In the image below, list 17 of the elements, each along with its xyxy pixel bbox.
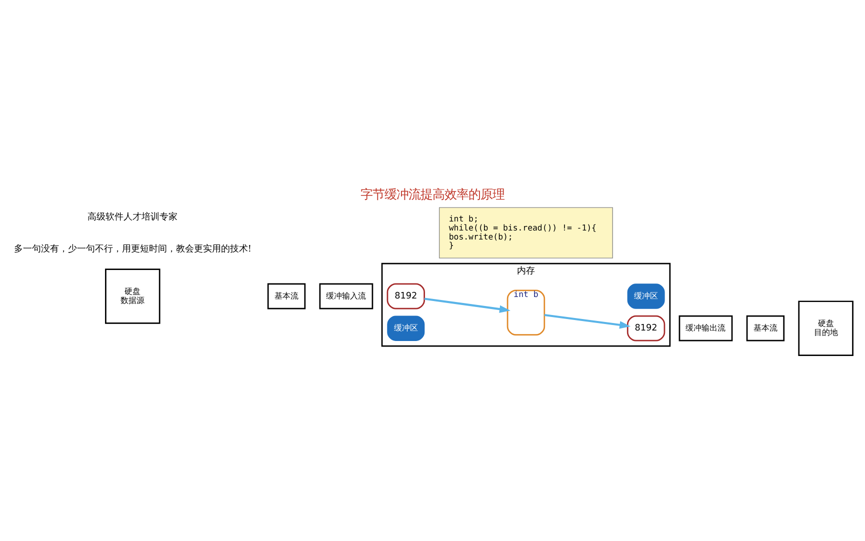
node-box: 8192 — [386, 283, 425, 310]
node-box: int b — [506, 290, 546, 336]
node-box: 8192 — [626, 315, 666, 342]
arrow — [544, 314, 631, 329]
node-box: 缓冲输入流 — [319, 283, 374, 310]
node-box: 硬盘 目的地 — [798, 300, 854, 356]
node-box: 缓冲区 — [627, 284, 665, 309]
node-box: 基本流 — [746, 315, 785, 342]
arrow — [424, 298, 510, 313]
node-box: 缓冲区 — [387, 316, 425, 341]
node-box: int b; while((b = bis.read()) != -1){ bos.write(b); } — [438, 207, 613, 258]
label: 多一句没有，少一句不行，用更短时间，教会更实用的技术! — [14, 244, 252, 254]
diagram-title: 字节缓冲流提高效率的原理 — [360, 187, 504, 202]
node-box: 硬盘 数据源 — [105, 268, 160, 324]
node-box: 基本流 — [267, 283, 306, 310]
node-box: 缓冲输出流 — [678, 315, 733, 342]
label: 高级软件人才培训专家 — [88, 212, 178, 222]
